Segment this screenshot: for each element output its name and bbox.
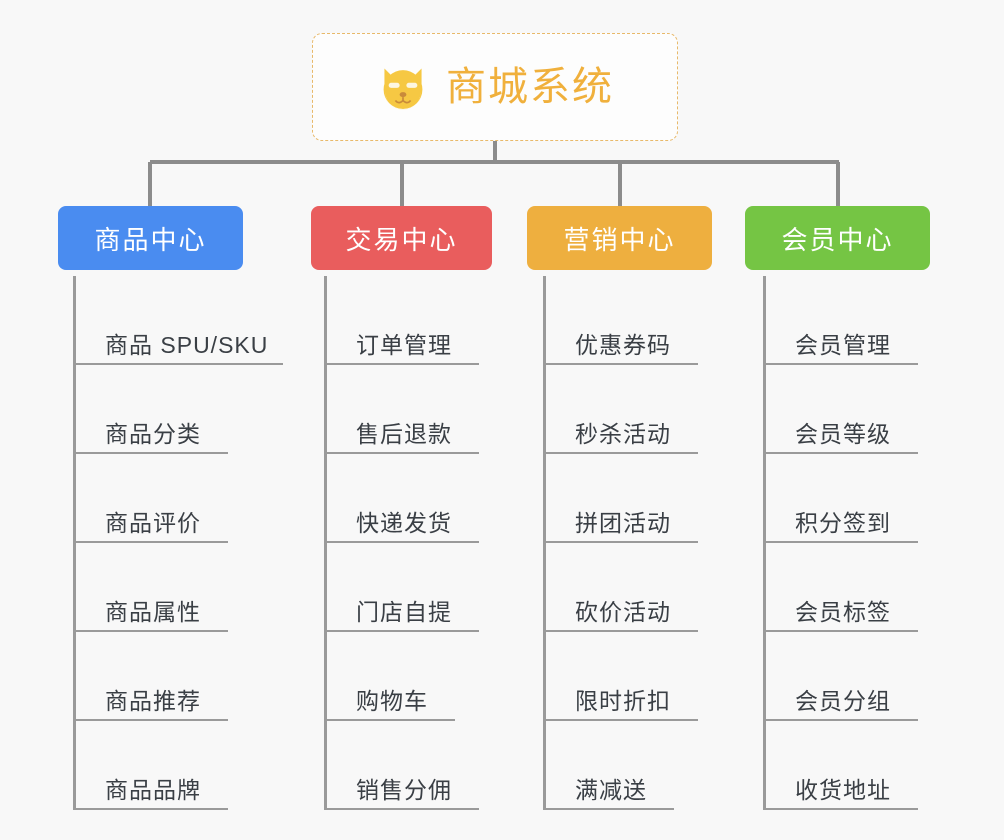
leaf-item-label: 商品推荐	[105, 687, 201, 714]
leaf-underline	[324, 808, 479, 810]
leaf-underline	[763, 452, 918, 454]
leaf-item[interactable]: 满减送	[543, 721, 674, 810]
leaf-item[interactable]: 商品属性	[73, 543, 228, 632]
leaf-item-label: 商品 SPU/SKU	[105, 331, 269, 358]
leaf-rail	[324, 276, 327, 810]
leaf-item-label: 购物车	[356, 687, 428, 714]
category-label: 商品中心	[94, 224, 207, 255]
leaf-underline	[543, 719, 698, 721]
leaf-item[interactable]: 商品品牌	[73, 721, 228, 810]
leaf-item-label: 会员等级	[795, 420, 891, 447]
leaf-item[interactable]: 商品评价	[73, 454, 228, 543]
category-label: 会员中心	[781, 224, 894, 255]
leaf-item-label: 拼团活动	[575, 509, 671, 536]
leaf-item[interactable]: 订单管理	[324, 276, 479, 365]
leaf-item[interactable]: 门店自提	[324, 543, 479, 632]
shiba-dog-face-icon	[383, 68, 423, 110]
leaf-item-label: 快递发货	[356, 509, 452, 536]
leaf-item-label: 商品品牌	[105, 776, 201, 803]
leaf-item[interactable]: 商品分类	[73, 365, 228, 454]
leaf-rail	[763, 276, 766, 810]
leaf-item-label: 会员标签	[795, 598, 891, 625]
leaf-underline	[324, 363, 479, 365]
leaf-item-label: 商品分类	[105, 420, 201, 447]
root-node-content: 商城系统	[376, 60, 614, 114]
leaf-item-label: 满减送	[575, 776, 647, 803]
leaf-underline	[763, 630, 918, 632]
leaf-item[interactable]: 商品推荐	[73, 632, 228, 721]
leaf-item[interactable]: 会员分组	[763, 632, 918, 721]
leaf-item-label: 积分签到	[795, 509, 891, 536]
leaf-underline	[73, 719, 228, 721]
leaf-underline	[73, 541, 228, 543]
leaf-underline	[543, 541, 698, 543]
leaf-underline	[324, 719, 455, 721]
leaf-item-label: 限时折扣	[575, 687, 671, 714]
leaf-item[interactable]: 砍价活动	[543, 543, 698, 632]
category-box-4[interactable]: 会员中心	[745, 206, 930, 270]
leaf-underline	[324, 630, 479, 632]
category-label: 营销中心	[563, 224, 676, 255]
leaf-underline	[543, 630, 698, 632]
leaf-item[interactable]: 售后退款	[324, 365, 479, 454]
leaf-item-label: 会员管理	[795, 331, 891, 358]
root-node[interactable]: 商城系统	[312, 33, 678, 141]
leaf-item-label: 优惠券码	[575, 331, 671, 358]
leaf-item-label: 售后退款	[356, 420, 452, 447]
leaf-item[interactable]: 限时折扣	[543, 632, 698, 721]
leaf-item-label: 收货地址	[795, 776, 891, 803]
leaf-item[interactable]: 收货地址	[763, 721, 918, 810]
category-box-1[interactable]: 商品中心	[58, 206, 243, 270]
root-title: 商城系统	[446, 65, 614, 109]
leaf-underline	[763, 808, 918, 810]
leaf-rail	[73, 276, 76, 810]
leaf-item[interactable]: 秒杀活动	[543, 365, 698, 454]
category-box-2[interactable]: 交易中心	[311, 206, 492, 270]
leaf-underline	[73, 630, 228, 632]
leaf-item[interactable]: 积分签到	[763, 454, 918, 543]
leaf-rail	[543, 276, 546, 810]
category-label: 交易中心	[345, 224, 458, 255]
leaf-item[interactable]: 销售分佣	[324, 721, 479, 810]
leaf-underline	[73, 452, 228, 454]
category-box-3[interactable]: 营销中心	[527, 206, 712, 270]
leaf-item[interactable]: 优惠券码	[543, 276, 698, 365]
leaf-underline	[73, 363, 283, 365]
leaf-underline	[73, 808, 228, 810]
leaf-item[interactable]: 拼团活动	[543, 454, 698, 543]
leaf-item-label: 门店自提	[356, 598, 452, 625]
leaf-underline	[763, 719, 918, 721]
leaf-item-label: 商品评价	[105, 509, 201, 536]
leaf-underline	[543, 363, 698, 365]
leaf-item-label: 秒杀活动	[575, 420, 671, 447]
leaf-item-label: 订单管理	[356, 331, 452, 358]
leaf-item-label: 砍价活动	[575, 598, 671, 625]
leaf-underline	[763, 541, 918, 543]
leaf-underline	[324, 541, 479, 543]
leaf-item[interactable]: 会员管理	[763, 276, 918, 365]
leaf-underline	[324, 452, 479, 454]
leaf-item[interactable]: 快递发货	[324, 454, 479, 543]
leaf-underline	[543, 808, 674, 810]
leaf-item-label: 销售分佣	[356, 776, 452, 803]
leaf-item[interactable]: 购物车	[324, 632, 455, 721]
leaf-item[interactable]: 商品 SPU/SKU	[73, 276, 283, 365]
leaf-underline	[543, 452, 698, 454]
leaf-underline	[763, 363, 918, 365]
leaf-item-label: 会员分组	[795, 687, 891, 714]
leaf-item[interactable]: 会员等级	[763, 365, 918, 454]
leaf-item[interactable]: 会员标签	[763, 543, 918, 632]
leaf-item-label: 商品属性	[105, 598, 201, 625]
